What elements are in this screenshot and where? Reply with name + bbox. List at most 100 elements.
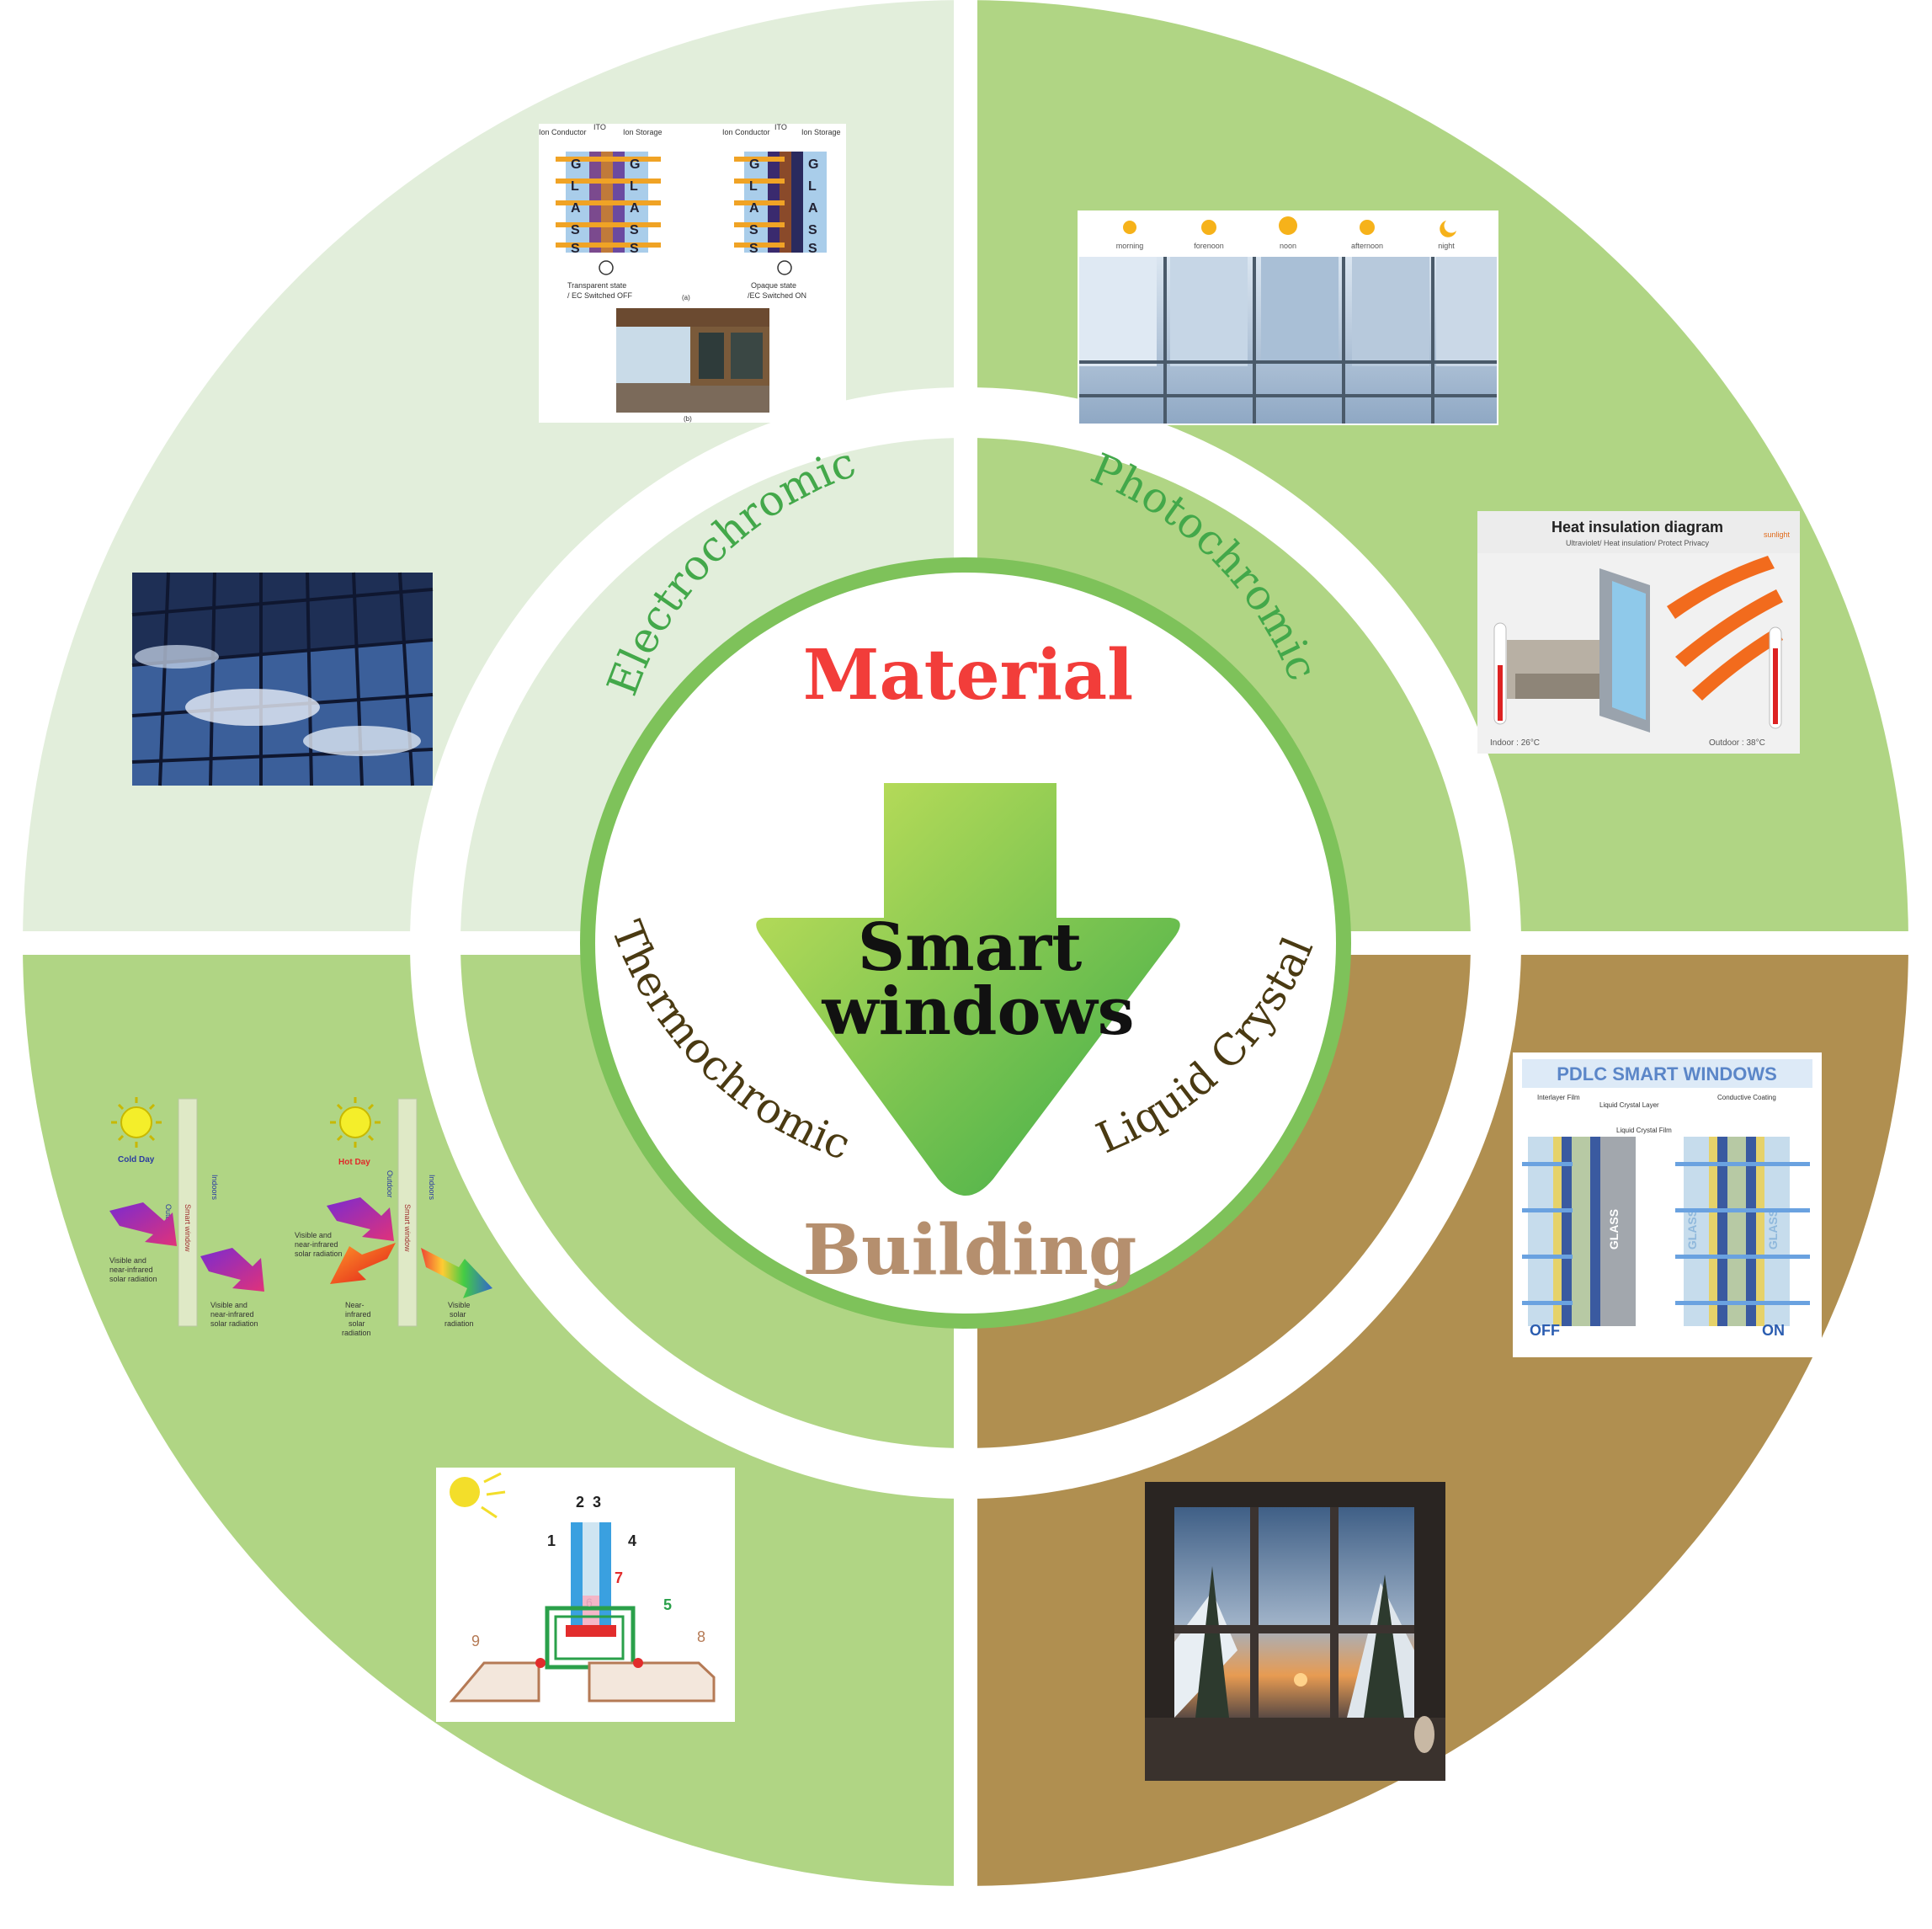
svg-text:4: 4 [628,1532,636,1549]
svg-text:L: L [630,179,638,194]
svg-text:Ion Storage: Ion Storage [801,128,841,136]
ec-panel-on: G L A S S G L A S S Ion Conductor ITO Io… [722,123,841,300]
svg-text:GLASS: GLASS [1607,1209,1621,1250]
svg-text:S: S [630,223,639,237]
svg-text:A: A [630,201,640,216]
window-frame-image: 1 2 3 4 5 6 7 8 9 [436,1468,735,1722]
svg-text:L: L [749,179,758,194]
ec-diagram-image: G L A S S G L A S S Ion Conductor ITO Io… [539,123,846,423]
windows-label: windows [821,973,1134,1050]
svg-text:5: 5 [663,1596,672,1613]
building-label: Building [803,1210,1137,1291]
svg-text:G: G [749,157,759,172]
svg-text:S: S [808,242,817,256]
smart-label: Smart [858,909,1083,986]
svg-text:Hot Day: Hot Day [338,1158,370,1167]
svg-text:GLASS: GLASS [1685,1209,1699,1250]
cold-day-panel: Cold Day Outdoors Smart window Indoors V… [109,1097,264,1328]
svg-text:1: 1 [547,1532,556,1549]
svg-text:Cold Day: Cold Day [118,1155,155,1164]
svg-text:ITO: ITO [593,123,606,131]
svg-text:ON: ON [1762,1322,1785,1339]
svg-text:3: 3 [593,1494,601,1511]
svg-text:Liquid Crystal Layer: Liquid Crystal Layer [1599,1101,1659,1109]
photochromic-day-image: morning forenoon noon afternoon night [1078,210,1498,425]
winter-window-image [1145,1482,1445,1781]
svg-text:ITO: ITO [774,123,787,131]
svg-text:2: 2 [576,1494,584,1511]
svg-text:sunlight: sunlight [1764,530,1791,539]
svg-text:L: L [571,179,579,194]
svg-text:Indoors: Indoors [210,1175,219,1201]
svg-text:radiation: radiation [444,1319,474,1328]
svg-text:near-infrared: near-infrared [109,1266,153,1274]
svg-text:solar: solar [349,1319,365,1328]
svg-text:A: A [749,201,759,216]
svg-text:Smart window: Smart window [184,1204,192,1252]
svg-text:noon: noon [1280,242,1296,250]
svg-text:A: A [808,201,818,216]
svg-text:Visible: Visible [448,1301,470,1309]
svg-text:7: 7 [615,1569,623,1586]
svg-text:Indoor : 26°C: Indoor : 26°C [1490,738,1540,748]
glass-building-image [131,572,434,786]
svg-text:S: S [630,242,639,256]
thermochromic-radiation-image: Cold Day Outdoors Smart window Indoors V… [109,1097,492,1337]
svg-text:Ultraviolet/ Heat insulation/: Ultraviolet/ Heat insulation/ Protect Pr… [1566,539,1710,547]
svg-text:solar: solar [450,1310,466,1319]
svg-text:solar radiation: solar radiation [109,1275,157,1283]
svg-text:S: S [808,223,817,237]
svg-text:Liquid Crystal Film: Liquid Crystal Film [1616,1127,1672,1134]
svg-text:Ion Conductor: Ion Conductor [722,128,770,136]
heat-insulation-image: Heat insulation diagram Ultraviolet/ Hea… [1477,511,1800,754]
svg-text:A: A [571,201,581,216]
svg-text:Outdoor: Outdoor [386,1170,394,1198]
svg-text:Transparent state: Transparent state [567,281,626,290]
svg-text:afternoon: afternoon [1351,242,1383,250]
svg-text:Interlayer Film: Interlayer Film [1537,1094,1580,1101]
svg-text:OFF: OFF [1530,1322,1560,1339]
svg-text:solar radiation: solar radiation [295,1250,343,1258]
svg-text:S: S [749,223,758,237]
svg-text:Opaque state: Opaque state [751,281,796,290]
svg-text:Heat insulation diagram: Heat insulation diagram [1551,519,1723,536]
pdlc-diagram-image: PDLC SMART WINDOWS Interlayer Film Liqui… [1513,1052,1822,1357]
svg-text:Ion Conductor: Ion Conductor [539,128,587,136]
svg-text:Conductive Coating: Conductive Coating [1717,1094,1776,1101]
svg-text:forenoon: forenoon [1194,242,1224,250]
svg-text:9: 9 [471,1633,480,1649]
svg-text:S: S [571,242,580,256]
svg-text:Visible and: Visible and [109,1256,146,1265]
svg-text:G: G [630,157,640,172]
down-arrow [756,783,1180,1196]
svg-text:Near-: Near- [345,1301,365,1309]
svg-text:6: 6 [586,1596,593,1609]
svg-text:/EC Switched ON: /EC Switched ON [748,291,806,300]
svg-text:Ion Storage: Ion Storage [623,128,663,136]
svg-text:Indoors: Indoors [428,1175,436,1201]
svg-text:infrared: infrared [345,1310,371,1319]
svg-text:GLASS: GLASS [1766,1209,1780,1250]
svg-text:PDLC SMART WINDOWS: PDLC SMART WINDOWS [1557,1063,1777,1084]
svg-text:(a): (a) [682,294,690,301]
svg-text:Smart window: Smart window [403,1204,412,1252]
svg-text:S: S [749,242,758,256]
hot-day-panel: Hot Day Outdoor Smart window Indoors Vis… [295,1097,492,1337]
svg-text:G: G [808,157,818,172]
svg-text:(b): (b) [684,415,692,423]
material-label: Material [803,635,1134,716]
svg-text:S: S [571,223,580,237]
svg-text:L: L [808,179,817,194]
svg-text:solar radiation: solar radiation [210,1319,258,1328]
svg-text:morning: morning [1116,242,1144,250]
svg-text:Visible and: Visible and [295,1231,332,1239]
svg-text:near-infrared: near-infrared [210,1310,254,1319]
svg-text:Outdoor : 38°C: Outdoor : 38°C [1709,738,1765,748]
svg-text:radiation: radiation [342,1329,371,1337]
svg-text:night: night [1438,242,1455,250]
ec-panel-off: G L A S S G L A S S Ion Conductor ITO Io… [539,123,690,301]
svg-text:near-infrared: near-infrared [295,1240,338,1249]
svg-text:G: G [571,157,581,172]
svg-text:8: 8 [697,1628,705,1645]
